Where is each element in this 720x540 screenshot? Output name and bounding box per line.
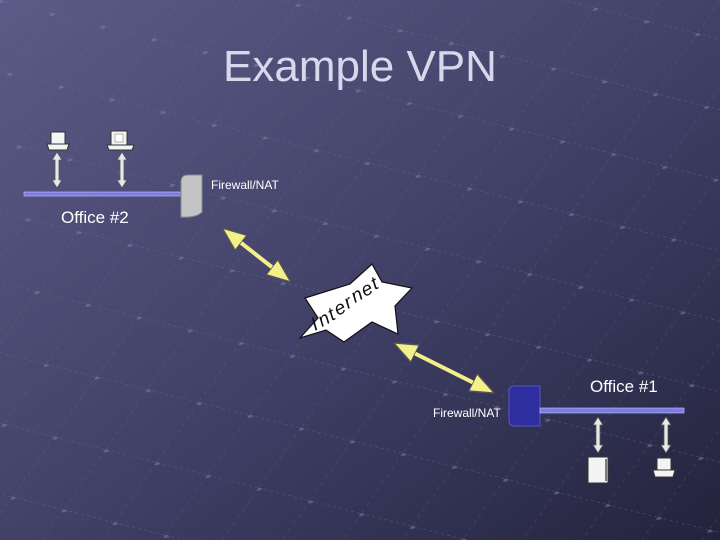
- internet-starburst-icon: [298, 263, 414, 343]
- office1-host-1-server-tower-icon: [587, 456, 609, 484]
- office1-label: Office #1: [590, 377, 658, 396]
- office1-firewall-label: Firewall/NAT: [433, 406, 501, 420]
- office2-link-arrows: [51, 151, 128, 189]
- office2-host-1-computer-icon: [46, 131, 70, 151]
- office1-lan-bar: [539, 407, 685, 414]
- vpn-tunnel-arrow-lower: [398, 345, 490, 391]
- office1-firewall-icon: [508, 385, 541, 427]
- office1-link-arrows: [592, 416, 672, 454]
- office2-lan-bar: [23, 191, 195, 197]
- office2-label: Office #2: [61, 208, 129, 227]
- office1-host-2-computer-icon: [652, 457, 676, 478]
- office2-firewall-icon: [180, 174, 203, 218]
- slide-title: Example VPN: [223, 42, 497, 91]
- office2-host-2-laptop-icon: [106, 130, 135, 151]
- office2-firewall-label: Firewall/NAT: [211, 178, 279, 192]
- vpn-tunnel-arrow-upper: [226, 231, 287, 279]
